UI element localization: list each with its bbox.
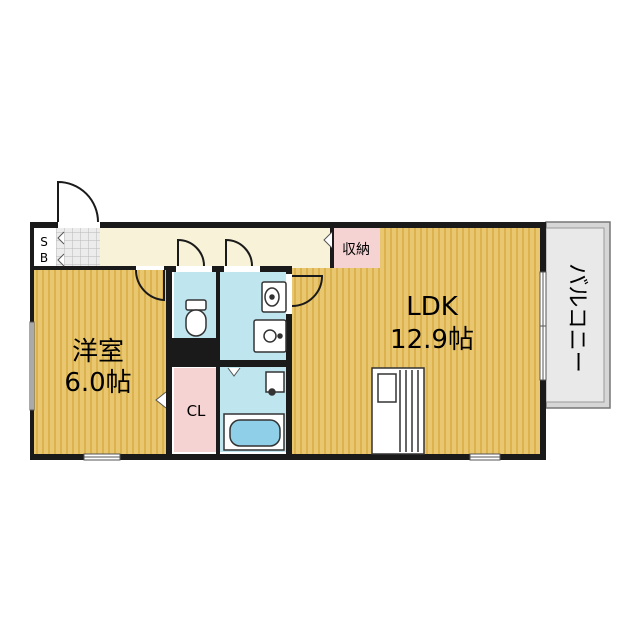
western-room-floor bbox=[34, 270, 166, 454]
ldk-size: 12.9帖 bbox=[390, 325, 474, 355]
shoe-box bbox=[34, 228, 56, 268]
kitchen-counter bbox=[371, 367, 425, 455]
washer-fixture bbox=[253, 319, 287, 353]
balcony bbox=[545, 221, 611, 409]
shoe-box-label-line2: B bbox=[40, 251, 48, 265]
storage-label: 収納 bbox=[342, 242, 370, 258]
windows bbox=[29, 271, 547, 461]
closet-area bbox=[174, 368, 218, 452]
western-room-name: 洋室 bbox=[72, 337, 124, 367]
closet-markers bbox=[57, 231, 333, 409]
ldk-name: LDK bbox=[406, 292, 459, 322]
hallway-floor bbox=[98, 228, 330, 268]
storage-area bbox=[332, 228, 380, 268]
balcony-label: バルコニー bbox=[564, 263, 589, 373]
shoe-box-label-line1: S bbox=[40, 235, 48, 249]
western-room-size: 6.0帖 bbox=[64, 368, 131, 398]
closet-label: CL bbox=[187, 402, 206, 420]
shoe-box-label: S B bbox=[40, 235, 48, 265]
toilet-divider bbox=[172, 338, 218, 366]
bathtub-fixture bbox=[223, 371, 285, 451]
toilet-fixture bbox=[185, 299, 207, 337]
washbasin-fixture bbox=[261, 281, 287, 313]
